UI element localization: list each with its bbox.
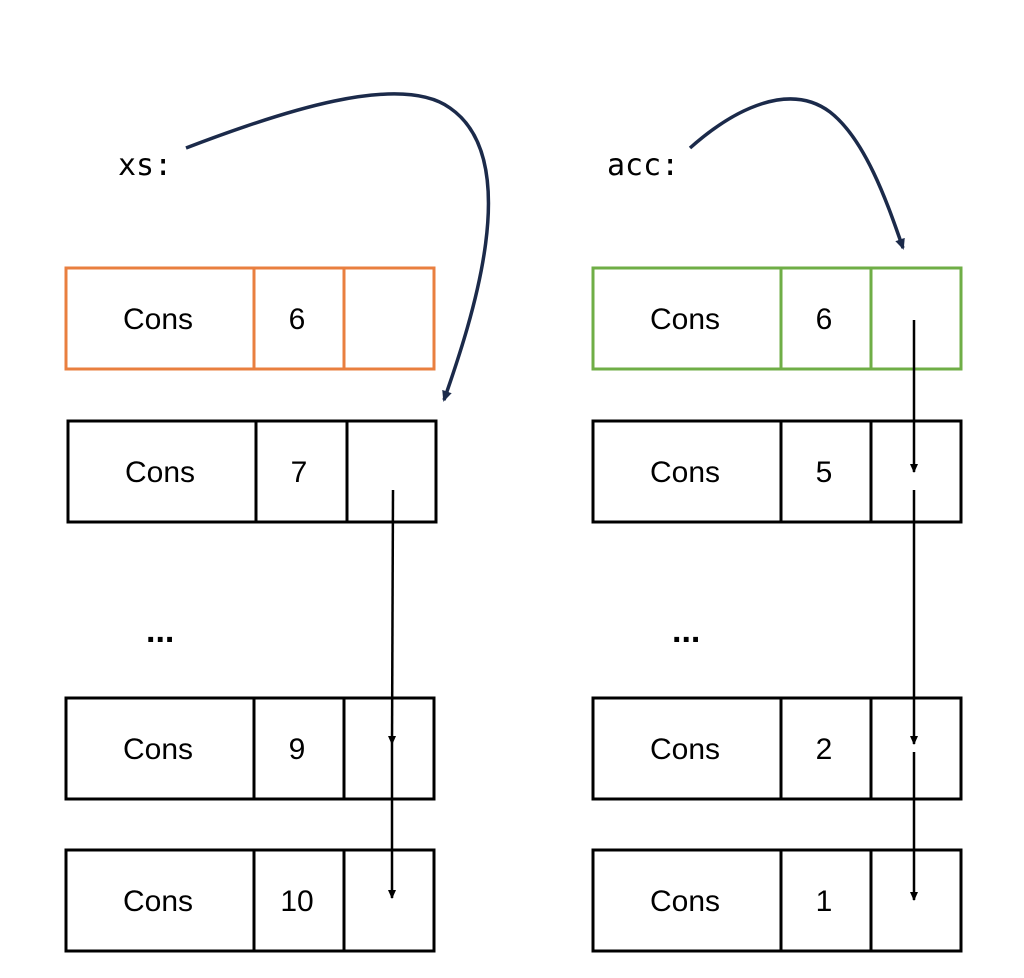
right-node-2-tag: Cons — [650, 733, 720, 766]
right-node-1-box — [591, 419, 963, 524]
right-node-3-box — [591, 848, 963, 953]
left-node-2: Cons 9 — [64, 696, 436, 801]
right-node-1-tag: Cons — [650, 456, 720, 489]
right-node-2-value: 2 — [816, 733, 833, 766]
left-node-3-box — [64, 848, 436, 953]
left-node-0-tag: Cons — [123, 303, 193, 336]
xs-label: xs: — [118, 148, 172, 183]
right-node-1: Cons 5 — [591, 419, 963, 524]
left-node-1-value: 7 — [291, 456, 308, 489]
left-node-1-box — [66, 419, 438, 524]
left-node-3: Cons 10 — [64, 848, 436, 953]
left-node-0-box — [64, 266, 436, 371]
left-node-2-box — [64, 696, 436, 801]
right-node-3: Cons 1 — [591, 848, 963, 953]
right-node-0: Cons 6 — [591, 266, 963, 371]
right-node-3-value: 1 — [816, 885, 833, 918]
right-node-2-box — [591, 696, 963, 801]
left-node-2-tag: Cons — [123, 733, 193, 766]
right-ellipsis: ... — [672, 612, 700, 650]
acc-pointer-arrow — [688, 97, 905, 250]
left-node-1-tag: Cons — [125, 456, 195, 489]
right-node-0-value: 6 — [816, 303, 833, 336]
left-node-3-value: 10 — [280, 885, 313, 918]
left-ellipsis: ... — [146, 612, 174, 650]
left-node-1: Cons 7 — [66, 419, 438, 524]
left-node-0: Cons 6 — [64, 266, 436, 371]
left-node-3-tag: Cons — [123, 885, 193, 918]
right-node-0-tag: Cons — [650, 303, 720, 336]
right-node-1-value: 5 — [816, 456, 833, 489]
left-node-2-value: 9 — [289, 733, 306, 766]
right-node-0-box — [591, 266, 963, 371]
xs-pointer-arrow — [185, 92, 491, 402]
left-next-arrow-1 — [388, 489, 397, 745]
right-node-2: Cons 2 — [591, 696, 963, 801]
acc-label: acc: — [607, 148, 679, 183]
right-node-3-tag: Cons — [650, 885, 720, 918]
left-node-0-value: 6 — [289, 303, 306, 336]
